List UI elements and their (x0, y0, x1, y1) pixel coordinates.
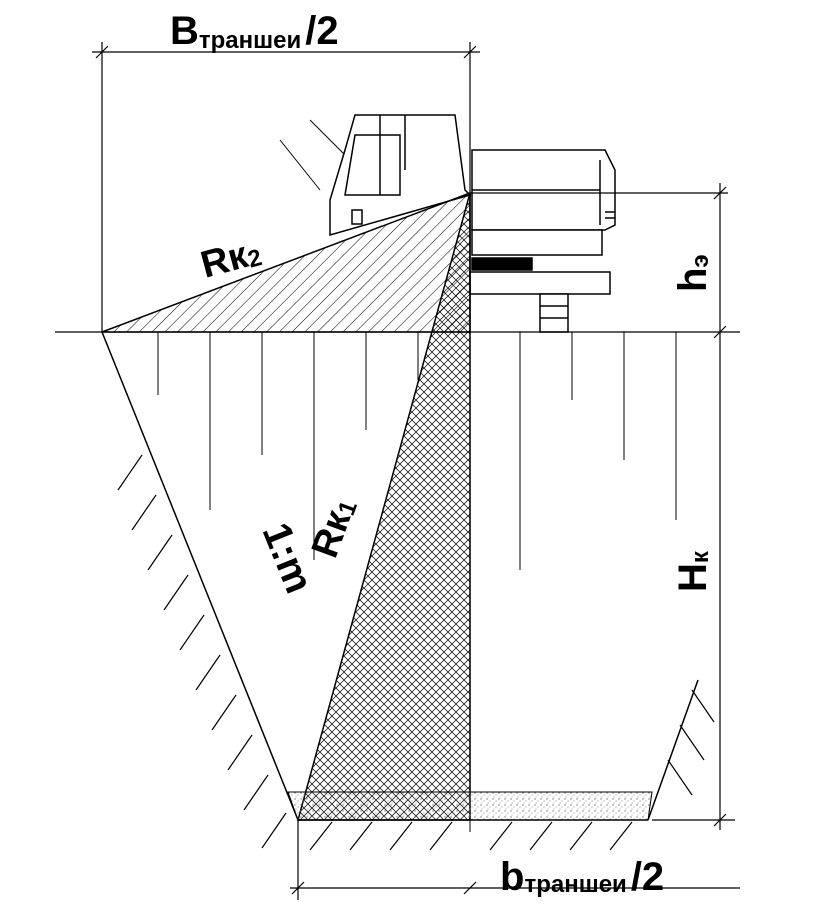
he-label: hэ (671, 254, 715, 292)
soil-hatching-right (667, 689, 715, 796)
excavator (279, 114, 616, 333)
soil-hatching-left (117, 454, 287, 849)
trench-right-slope (647, 679, 699, 821)
soil-hatching-bottom (309, 821, 633, 851)
soil-lines (157, 332, 677, 570)
rk1-label: Rк1 (304, 492, 364, 563)
bottom-width-dimension (290, 820, 740, 900)
rk2-zone (101, 191, 471, 333)
top-width-label: Bтраншеи/2 (170, 9, 339, 54)
height-dimensions (470, 183, 735, 830)
hk-label: Hк (671, 550, 715, 592)
top-width-dimension (92, 42, 480, 332)
sand-bedding (287, 791, 653, 821)
trench-left-slope (101, 331, 299, 821)
bottom-width-label: bтраншеи/2 (500, 855, 664, 899)
